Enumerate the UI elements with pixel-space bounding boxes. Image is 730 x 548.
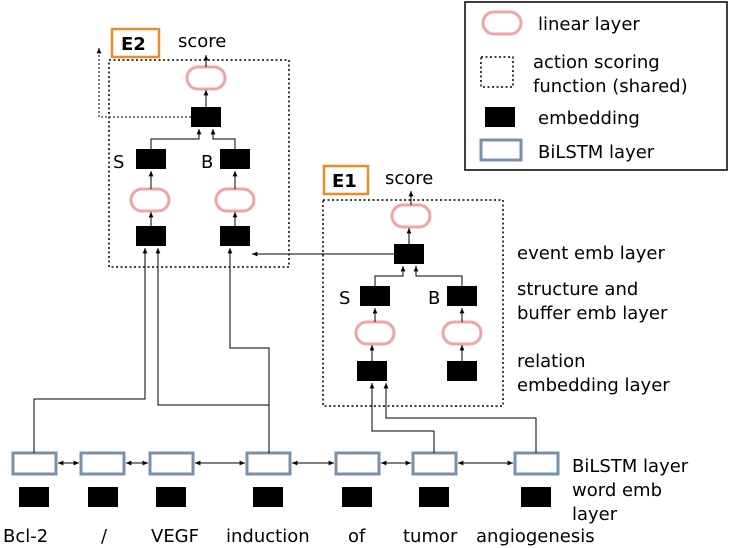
event-emb-layer-label: event emb layer [517,243,666,264]
e2-linear-layer-s [129,187,171,213]
e2-tag: E2 [110,27,161,59]
legend-bilstm-label: BiLSTM layer [538,142,655,163]
bilstm-cell-angiogenesis [513,451,560,476]
bilstm-layer [11,451,560,476]
e2-s-embedding [136,149,166,169]
e1-linear-layer-b [441,320,483,346]
word-emb-layer-label-2: layer [572,504,618,525]
relation-layer-label-1: relation [517,351,586,372]
word-embedding-tumor [419,487,449,507]
legend: linear layer action scoring function (sh… [464,1,728,171]
legend-action-scoring-label-1: action scoring [533,52,660,73]
word-emb-layer-label-1: word emb [572,480,662,501]
word-of: of [348,526,366,547]
word-embedding-vegf [156,487,186,507]
bilstm-cell-vegf [148,451,195,476]
legend-linear-layer-label: linear layer [538,14,640,35]
e1-event-embedding [394,244,424,264]
svg-text:E1: E1 [332,171,357,192]
bilstm-cell-bcl2 [11,451,58,476]
e2-score-label: score [178,31,226,52]
svg-text:E2: E2 [121,34,146,55]
e1-linear-layer-s [354,320,396,346]
e2-wires [96,48,238,226]
bilstm-cell-of [334,451,381,476]
e2-block: E2 score S B [96,27,290,268]
word-embedding-of [342,487,372,507]
legend-embedding-label: embedding [538,108,640,129]
e1-block: E1 score S B [322,164,504,407]
word-slash: / [101,526,108,547]
e1-score-label: score [385,168,433,189]
e2-s-label: S [113,152,124,173]
word-vegf: VEGF [151,526,199,547]
e1-b-relation-embedding [447,361,477,381]
word-embedding-slash [88,487,118,507]
word-embedding-bcl2 [19,487,49,507]
e2-b-relation-embedding [220,226,250,246]
structure-layer-label-1: structure and [517,279,638,300]
e2-linear-layer-b [214,187,256,213]
structure-layer-label-2: buffer emb layer [517,303,668,324]
relation-layer-label-2: embedding layer [517,375,670,396]
e1-s-relation-embedding [357,361,387,381]
input-words: Bcl-2 / VEGF induction of tumor angiogen… [3,526,595,547]
word-embedding-angiogenesis [521,487,551,507]
e1-scoring-function-box [322,199,504,407]
e2-event-embedding [191,107,221,127]
e1-s-label: S [339,288,350,309]
linear-layer-legend-icon [481,10,523,36]
e1-b-embedding [447,286,477,306]
e2-b-embedding [220,149,250,169]
word-embedding-layer [19,487,551,507]
embedding-legend-icon [485,107,515,127]
word-angiogenesis: angiogenesis [476,526,595,547]
e1-linear-layer-top [390,203,432,229]
bilstm-cell-slash [79,451,126,476]
e1-b-label: B [428,288,440,309]
bilstm-layer-label: BiLSTM layer [572,456,689,477]
dotted-box-legend-icon [480,56,514,88]
e2-s-relation-embedding [136,226,166,246]
word-bcl2: Bcl-2 [3,526,48,547]
e2-b-label: B [201,152,213,173]
e1-wires [369,191,465,361]
e2-scoring-function-box [108,59,290,268]
layer-labels: event emb layer structure and buffer emb… [517,243,689,525]
bilstm-cell-tumor [411,451,458,476]
e1-s-embedding [360,286,390,306]
bilstm-legend-icon [479,138,523,162]
word-induction: induction [226,526,310,547]
bilstm-to-embedding-wires [33,248,537,453]
e1-tag: E1 [322,164,370,196]
legend-action-scoring-label-2: function (shared) [533,76,688,97]
bilstm-cell-induction [245,451,292,476]
word-embedding-induction [253,487,283,507]
e2-linear-layer-top [185,65,227,91]
word-tumor: tumor [403,526,458,547]
